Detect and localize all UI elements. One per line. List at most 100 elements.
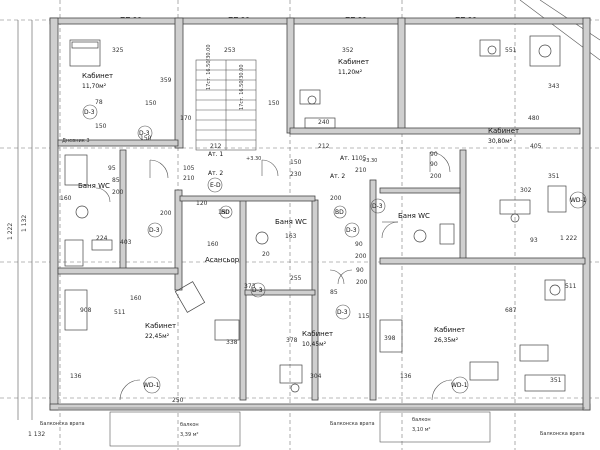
- overall-dimensions: 1 222 1 132: [7, 20, 33, 420]
- dim-label: 403: [120, 239, 132, 246]
- dim-label: 90: [355, 241, 363, 248]
- codes: D-3 D-3 D-3 D-3 D-3 D-3 D-3 E-D BD BD WD…: [82, 104, 587, 394]
- level-label: +3.30: [362, 158, 377, 164]
- dim-label: 338: [226, 339, 238, 346]
- dim-label: 200: [112, 189, 124, 196]
- dim-label: 136: [400, 373, 412, 380]
- dim-label: 250: [172, 397, 184, 404]
- code-label: WD-1: [570, 197, 587, 204]
- dim-label: 352: [342, 47, 354, 54]
- room-name: Дневник 3: [62, 138, 90, 144]
- room-name: Баня WC: [398, 212, 430, 220]
- room-name: Кабинет: [338, 58, 369, 66]
- dim-label: 90: [356, 267, 364, 274]
- dim-label: 253: [224, 47, 236, 54]
- dim-label: 480: [528, 115, 540, 122]
- room-area: 11,20м²: [338, 69, 363, 76]
- bottom-note: Балконска врата: [540, 431, 585, 437]
- room-name: Кабинет: [82, 72, 113, 80]
- stair-label: 17ст. 16.50/30.00: [239, 64, 245, 110]
- dim-label: 359: [160, 77, 172, 84]
- dim-label: 373: [244, 283, 256, 290]
- dim-label: 90: [430, 151, 438, 158]
- code-label: D-3: [346, 227, 357, 234]
- dim-label: 163: [285, 233, 297, 240]
- dim-label: 1 222: [560, 235, 577, 242]
- dim-label: 343: [548, 83, 560, 90]
- room-area: 3,10 м²: [412, 427, 431, 433]
- dim-label: 150: [140, 135, 152, 142]
- dim-label: 160: [207, 241, 219, 248]
- dim-label: 160: [60, 195, 72, 202]
- stair-label: 17ст. 16.50/30.00: [206, 44, 212, 90]
- dim-label: 150: [218, 209, 230, 216]
- dimension-labels: 325 253 352 551 150 78 150 212 212 150 3…: [28, 47, 577, 438]
- code-label: D-3: [372, 203, 383, 210]
- dim-label: 351: [550, 377, 562, 384]
- room-area: 26,35м²: [434, 337, 459, 344]
- dim-label: 200: [160, 210, 172, 217]
- dim-label: 351: [548, 173, 560, 180]
- dim-label: 230: [290, 171, 302, 178]
- dim-label: 551: [505, 47, 517, 54]
- dim-label: 210: [355, 167, 367, 174]
- dim-label: 85: [330, 289, 338, 296]
- code-label: E-D: [210, 182, 221, 189]
- room-area: 30,80м²: [488, 138, 513, 145]
- dim-label: 302: [520, 187, 532, 194]
- dim-label: 200: [356, 279, 368, 286]
- dim-label: 405: [530, 143, 542, 150]
- code-label: Ат. 2: [208, 170, 223, 177]
- level-label: +3.30: [246, 156, 261, 162]
- dim-label: 511: [565, 283, 577, 290]
- code-label: D-3: [337, 309, 348, 316]
- dim-label: 212: [318, 143, 330, 150]
- balconies: Балконска врата Балконска врата Балконск…: [40, 407, 585, 447]
- overall-dim: 1 132: [21, 215, 28, 232]
- dim-label: 170: [180, 115, 192, 122]
- code-label: D-3: [149, 227, 160, 234]
- code-label: D-3: [84, 109, 95, 116]
- dim-label: 255: [290, 275, 302, 282]
- dim-label: 1 132: [28, 431, 45, 438]
- dim-label: 398: [384, 335, 396, 342]
- dim-label: 210: [183, 175, 195, 182]
- dim-label: 20: [262, 251, 270, 258]
- dim-label: 240: [318, 119, 330, 126]
- doors: [95, 151, 453, 401]
- dim-label: 200: [330, 195, 342, 202]
- code-label: WD-1: [143, 382, 160, 389]
- dim-label: 224: [96, 235, 108, 242]
- code-label: WD-1: [451, 382, 468, 389]
- code-label: Ат. 1: [340, 155, 355, 162]
- overall-dim: 1 222: [7, 223, 14, 240]
- dim-label: 511: [114, 309, 126, 316]
- room-area: 22,45м²: [145, 333, 170, 340]
- dim-label: 150: [290, 159, 302, 166]
- code-label: BD: [221, 209, 230, 216]
- dim-label: 150: [145, 100, 157, 107]
- room-name: балкон: [412, 417, 431, 423]
- code-label: D-3: [139, 130, 150, 137]
- dim-label: 93: [530, 237, 538, 244]
- room-name: Кабинет: [145, 322, 176, 330]
- dim-label: 304: [310, 373, 322, 380]
- walls: [49, 17, 591, 411]
- dim-label: 687: [505, 307, 517, 314]
- staircase: 17ст. 16.50/30.00 17ст. 16.50/30.00: [195, 44, 257, 151]
- room-labels: Кабинет 11,70м² Кабинет 11,20м² Кабинет …: [62, 58, 519, 438]
- room-name: Асансьор: [205, 256, 240, 264]
- dim-label: 95: [108, 165, 116, 172]
- dim-label: 105: [183, 165, 195, 172]
- room-area: 10,45м²: [302, 341, 327, 348]
- furniture: [64, 35, 567, 393]
- dim-label: 136: [70, 373, 82, 380]
- dim-label: 212: [210, 143, 222, 150]
- room-name: Баня WC: [275, 218, 307, 226]
- dim-label: 200: [430, 173, 442, 180]
- dim-label: 908: [80, 307, 92, 314]
- code-label: Ат. 1: [208, 151, 223, 158]
- room-name: Кабинет: [302, 330, 333, 338]
- room-name: Баня WC: [78, 182, 110, 190]
